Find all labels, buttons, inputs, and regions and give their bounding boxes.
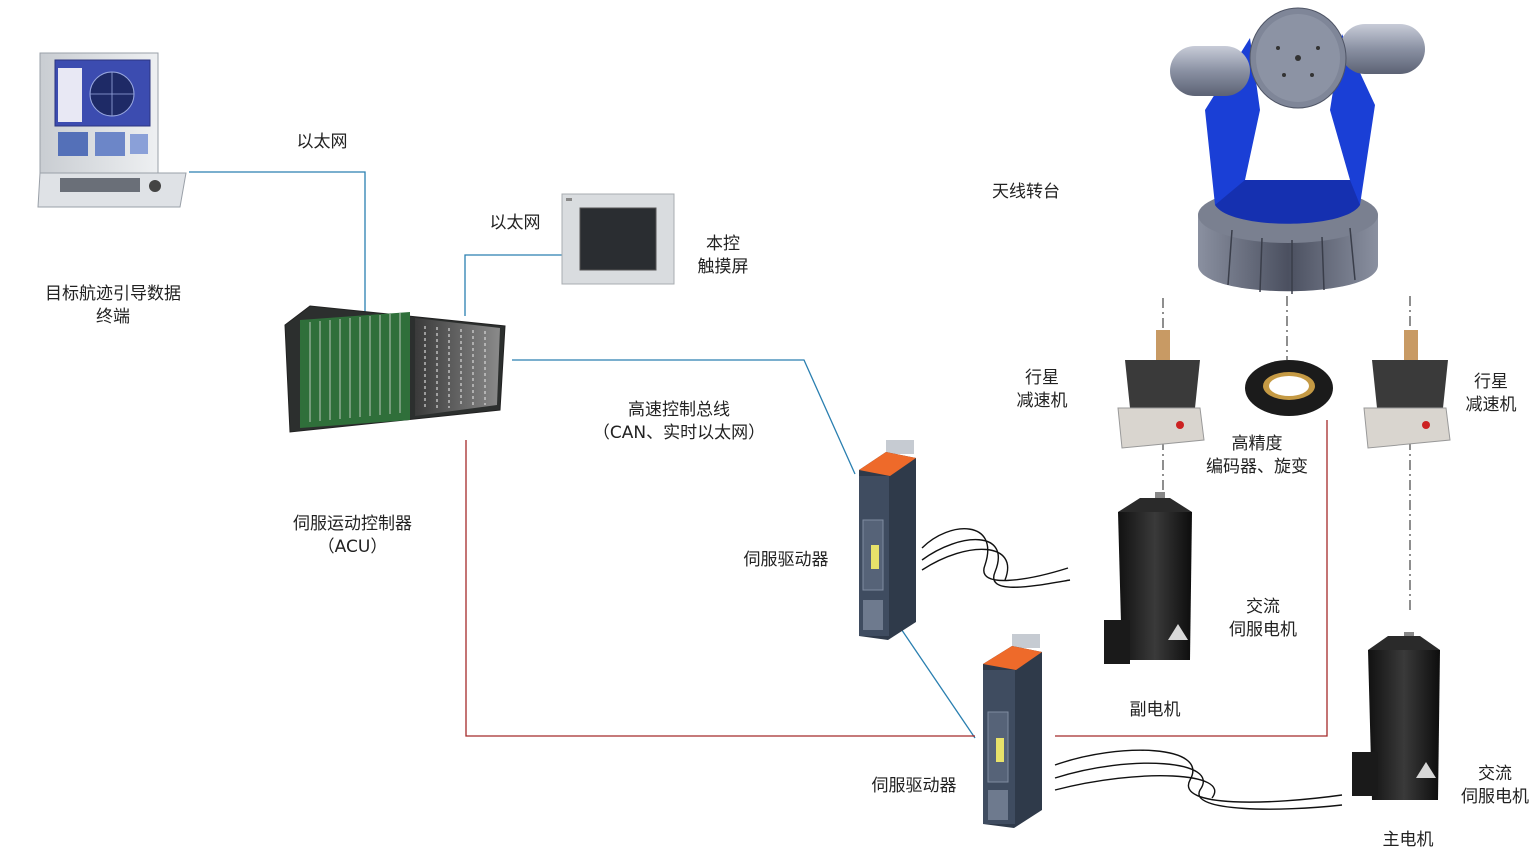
sub-motor-label: 副电机 bbox=[1129, 700, 1181, 720]
servo-driver-1-label: 伺服驱动器 bbox=[743, 550, 829, 570]
servo-driver-1-icon bbox=[859, 440, 916, 640]
servo-driver-2-label: 伺服驱动器 bbox=[871, 776, 957, 796]
ethernet-line-touchscreen bbox=[464, 254, 562, 316]
encoder-label: 高精度 编码器、旋变 bbox=[1206, 434, 1308, 477]
encoder-ring-icon bbox=[1245, 360, 1333, 416]
touchscreen-icon bbox=[561, 193, 675, 285]
bus-line-driver-2 bbox=[892, 616, 976, 739]
touchscreen-label: 本控 触摸屏 bbox=[697, 234, 749, 277]
controller-label: 伺服运动控制器 （ACU） bbox=[293, 514, 412, 557]
motion-controller-rack-icon bbox=[284, 305, 506, 433]
sub-ac-servo-motor-icon bbox=[1104, 492, 1192, 664]
main-ac-servo-motor-icon bbox=[1352, 632, 1440, 800]
ac-motor-1-label: 交流 伺服电机 bbox=[1229, 597, 1297, 640]
ac-motor-2-label: 交流 伺服电机 bbox=[1461, 764, 1529, 807]
bus-line-driver-1 bbox=[512, 359, 856, 475]
motor-cable-main bbox=[1054, 749, 1343, 810]
terminal-label: 目标航迹引导数据 终端 bbox=[45, 284, 181, 327]
planetary-reducer-left-icon bbox=[1117, 330, 1205, 449]
antenna-turret-label: 天线转台 bbox=[992, 182, 1060, 202]
main-motor-label: 主电机 bbox=[1382, 830, 1434, 850]
bus-label: 高速控制总线 （CAN、实时以太网） bbox=[592, 400, 766, 443]
motor-cable-sub bbox=[921, 528, 1071, 588]
reducer-left-label: 行星 减速机 bbox=[1016, 368, 1068, 411]
power-line-right bbox=[1055, 420, 1328, 737]
planetary-reducer-right-icon bbox=[1363, 330, 1451, 449]
ethernet-label-mid: 以太网 bbox=[489, 213, 541, 233]
antenna-turret-icon bbox=[1170, 7, 1425, 294]
terminal-workstation-icon bbox=[37, 52, 187, 208]
ethernet-label-top: 以太网 bbox=[296, 132, 348, 152]
servo-driver-2-icon bbox=[983, 634, 1042, 828]
ethernet-line-terminal bbox=[189, 171, 366, 312]
reducer-right-label: 行星 减速机 bbox=[1465, 372, 1517, 415]
power-line-left bbox=[465, 440, 975, 737]
